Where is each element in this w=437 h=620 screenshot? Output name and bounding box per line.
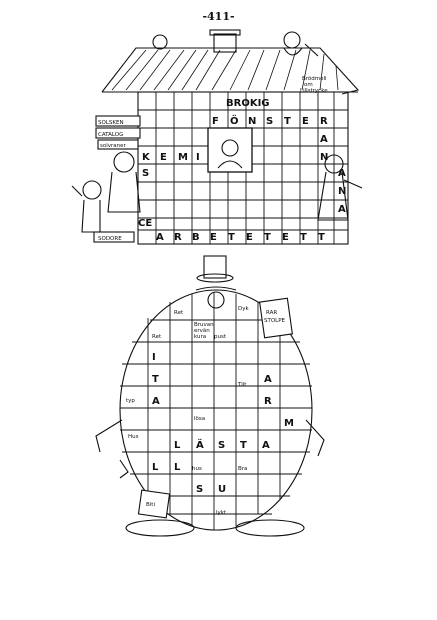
bottom-letter: T [318,232,325,243]
man-clue: kura [194,334,206,340]
down-letter: N [320,152,328,163]
man-clue: pust [214,334,227,340]
man-letter: A [152,396,160,407]
left-letter: E [160,152,167,163]
middle-row-letter: T [240,440,247,451]
man-clue: Biti [146,502,155,508]
page-number: -411- [202,10,235,23]
across-letter: Ö [230,113,239,127]
left-sign: SOLSKEN [98,120,124,126]
left-sign: solvraner [100,143,127,149]
middle-row-letter: S [218,440,225,451]
top-right-sign: Brödmoli [302,76,327,82]
man-clue: lösa [194,416,205,422]
middle-row-letter: Ä [196,437,204,451]
middle-row-letter: A [262,440,270,451]
man-clue: typ [126,398,135,404]
bottom-letter: E [282,232,289,243]
bottom-letter: T [228,232,235,243]
man-clue: Ret [174,310,184,316]
man-letter: M [284,418,294,429]
right-letter: A [338,204,346,215]
man-letter: T [152,374,159,385]
man-clue: Bra [238,466,247,472]
man-letter: A [264,374,272,385]
across-letter: R [320,116,328,127]
man-clue: Bruvan [194,322,214,328]
bottom-letter: A [156,232,164,243]
across-letter: F [212,116,219,127]
man-letter: L [152,462,159,473]
bottom-letter: E [210,232,217,243]
right-letter: A [338,168,346,179]
left-letter: M [178,152,188,163]
man-clue: Hus [128,434,139,440]
bottom-start: CE [138,218,152,229]
across-letter: T [284,116,291,127]
left-letter: S [142,168,149,179]
bottom-letter: T [300,232,307,243]
man-clue: STOLPE [264,318,286,324]
across-letter: N [248,116,256,127]
left-letter: K [142,152,151,163]
banner-text: BROKIG [226,98,270,109]
bottom-row-letter: U [218,484,226,495]
man-clue: Dyk [238,306,249,312]
man-clue: ervän [194,328,210,334]
man-clue: RAR [266,310,277,316]
bottom-letter: B [192,232,200,243]
left-sign: CATALOG [98,132,123,138]
man-clue: Ret [152,334,162,340]
across-letter: S [266,116,273,127]
man-clue: hus [192,466,202,472]
man-clue: Tilt [237,382,247,388]
bottom-letter: T [264,232,271,243]
bottom-letter: E [246,232,253,243]
bottom-row-letter: S [196,484,203,495]
top-right-sign: om [304,82,313,88]
across-letter: E [302,116,309,127]
right-letter: N [338,186,346,197]
middle-row-letter: L [174,440,181,451]
down-letter: A [320,134,328,145]
bottom-sign: SODORE [98,236,122,242]
left-letter: I [196,152,200,163]
top-right-sign: Lillstrycke [300,88,328,94]
bottom-letter: R [174,232,182,243]
man-letter: I [152,352,156,363]
man-letter: R [264,396,272,407]
bottom-row-letter: L [174,462,181,473]
man-clue: lykt [216,510,227,516]
